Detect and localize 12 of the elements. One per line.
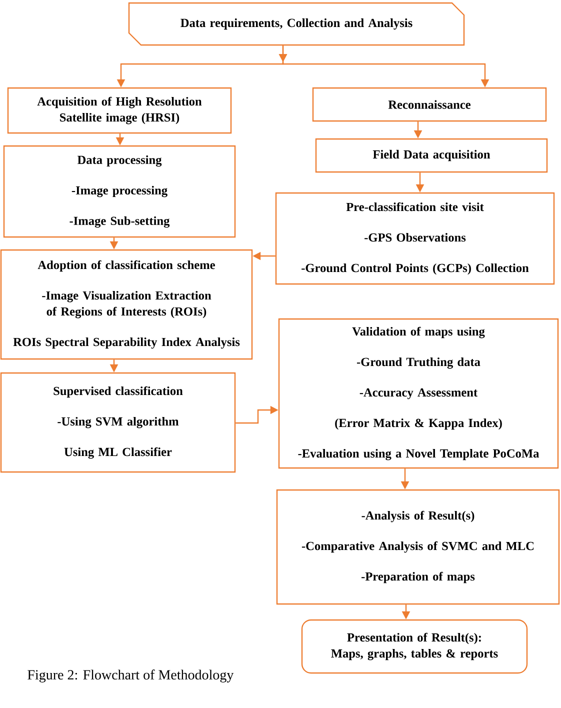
process-box: Acquisition of High Resolution Satellite image (HRSI) (7, 87, 232, 134)
process-box: Supervised classification -Using SVM algorithm Using ML Classifier (0, 372, 236, 473)
caption: Figure 2: Flowchart of Methodology (28, 670, 234, 682)
rounded-box: Presentation of Result(s): Maps, graphs, tables & reports (301, 619, 528, 674)
process-box: -Analysis of Result(s) -Comparative Analysis of SVMC and MLC -Preparation of maps (276, 489, 560, 605)
chamfered-box: Data requirements, Collection and Analysis (128, 2, 465, 46)
process-box: Validation of maps using -Ground Truthing data -Accuracy Assessment (Error Matrix & Kappa Index) -Evaluation using a Novel Template PoCoMa (278, 318, 559, 469)
process-box: Pre-classification site visit -GPS Observations -Ground Control Points (GCPs) Collection (275, 192, 555, 285)
process-box: Adoption of classification scheme -Image Visualization Extraction of Regions of Interests (ROIs) ROIs Spectral Separability Index Analysis (0, 249, 253, 360)
process-box: Field Data acquisition (315, 138, 548, 173)
process-box: Reconnaissance (312, 87, 547, 122)
process-box: Data processing -Image processing -Image Sub-setting (3, 145, 236, 238)
